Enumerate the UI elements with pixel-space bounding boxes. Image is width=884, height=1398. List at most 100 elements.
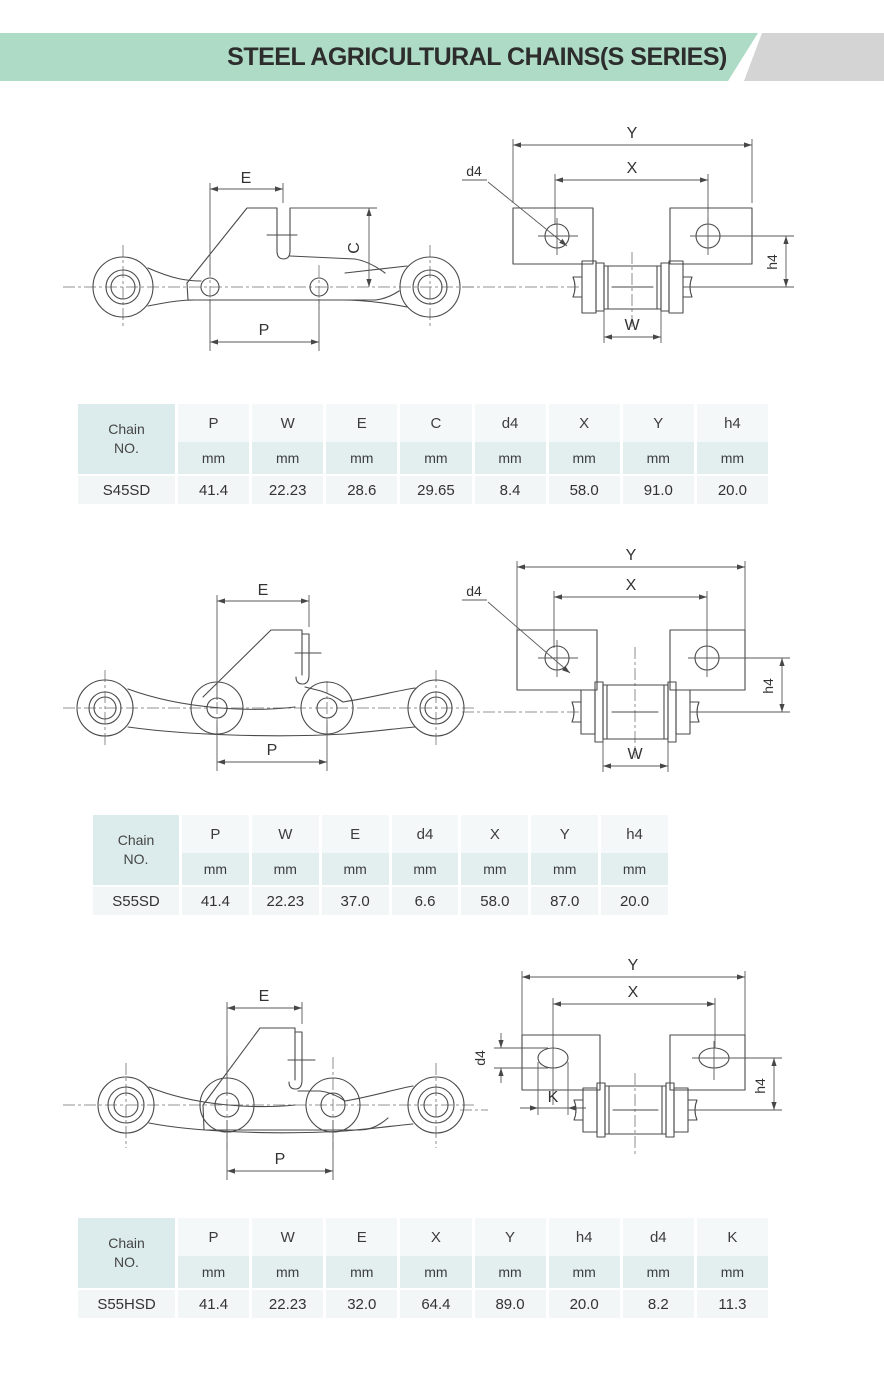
unit-cell: mm: [696, 1256, 768, 1288]
value-cell: 37.0: [321, 887, 389, 915]
column-header-cell: P: [182, 815, 249, 853]
dim-label-k: K: [548, 1089, 559, 1106]
dim-label-x: X: [626, 577, 637, 594]
dim-label-e: E: [259, 988, 270, 1005]
chain-no-cell: S55SD: [93, 887, 179, 915]
column-header-cell: X: [461, 815, 529, 853]
unit-cell: mm: [548, 442, 620, 474]
dim-label-w: W: [624, 317, 640, 334]
value-cell: 20.0: [696, 476, 768, 504]
unit-cell: mm: [601, 853, 668, 885]
value-cell: 58.0: [548, 476, 620, 504]
column-header-cell: d4: [622, 1218, 694, 1256]
unit-cell: mm: [391, 853, 459, 885]
column-header-cell: X: [548, 404, 620, 442]
column-header-cell: E: [326, 1218, 398, 1256]
unit-cell: mm: [474, 442, 546, 474]
page-title: STEEL AGRICULTURAL CHAINS(S SERIES): [227, 43, 727, 71]
unit-cell: mm: [321, 853, 389, 885]
dim-label-h4: h4: [764, 254, 780, 270]
banner-green-shape: [0, 33, 758, 81]
value-cell: 32.0: [326, 1290, 398, 1318]
unit-cell: mm: [326, 442, 398, 474]
dim-label-e: E: [258, 582, 269, 599]
value-cell: 41.4: [178, 476, 250, 504]
column-header-cell: P: [178, 404, 250, 442]
dim-label-y: Y: [628, 957, 639, 974]
unit-cell: mm: [182, 853, 249, 885]
value-cell: 58.0: [461, 887, 529, 915]
value-cell: 20.0: [548, 1290, 620, 1318]
front-view-drawing-s55sd: Y X d4: [462, 547, 790, 772]
value-cell: 87.0: [531, 887, 599, 915]
column-header-cell: E: [326, 404, 398, 442]
column-header-cell: E: [321, 815, 389, 853]
unit-cell: mm: [178, 1256, 250, 1288]
value-cell: 91.0: [622, 476, 694, 504]
dim-label-d4: d4: [466, 583, 482, 599]
dim-label-w: W: [627, 746, 643, 763]
value-cell: 41.4: [178, 1290, 250, 1318]
dim-label-y: Y: [627, 125, 638, 142]
dim-label-d4: d4: [466, 163, 482, 179]
column-header-cell: h4: [601, 815, 668, 853]
front-view-drawing-s55hsd: Y X d4 K: [460, 957, 782, 1157]
value-cell: 20.0: [601, 887, 668, 915]
dim-label-h4: h4: [752, 1078, 768, 1094]
column-header-cell: Y: [474, 1218, 546, 1256]
column-header-cell: W: [252, 404, 324, 442]
dim-label-p: P: [259, 322, 270, 339]
column-header-cell: Y: [531, 815, 599, 853]
unit-cell: mm: [326, 1256, 398, 1288]
dim-label-p: P: [267, 742, 278, 759]
value-cell: 28.6: [326, 476, 398, 504]
dim-label-e: E: [241, 170, 252, 187]
column-header-cell: h4: [548, 1218, 620, 1256]
unit-cell: mm: [622, 1256, 694, 1288]
side-view-drawing-s55hsd: E P: [63, 988, 477, 1180]
chain-no-cell: S45SD: [78, 476, 175, 504]
column-header-cell: h4: [696, 404, 768, 442]
column-header-cell: W: [251, 815, 319, 853]
chain-header-cell: Chain NO.: [93, 815, 179, 885]
dim-label-h4: h4: [760, 678, 776, 694]
banner-gray-shape: [744, 33, 884, 81]
value-cell: 41.4: [182, 887, 249, 915]
value-cell: 8.2: [622, 1290, 694, 1318]
column-header-cell: K: [696, 1218, 768, 1256]
unit-cell: mm: [622, 442, 694, 474]
column-header-cell: d4: [391, 815, 459, 853]
unit-cell: mm: [252, 1256, 324, 1288]
unit-cell: mm: [178, 442, 250, 474]
side-view-drawing-s45sd: E P C: [63, 170, 477, 351]
column-header-cell: C: [400, 404, 472, 442]
unit-cell: mm: [252, 442, 324, 474]
side-view-drawing-s55sd: E P: [63, 582, 477, 771]
dim-label-y: Y: [626, 547, 637, 564]
unit-cell: mm: [531, 853, 599, 885]
column-header-cell: d4: [474, 404, 546, 442]
value-cell: 8.4: [474, 476, 546, 504]
column-header-cell: P: [178, 1218, 250, 1256]
value-cell: 22.23: [252, 476, 324, 504]
unit-cell: mm: [461, 853, 529, 885]
chain-header-cell: Chain NO.: [78, 1218, 175, 1288]
dim-label-c: C: [346, 242, 363, 254]
column-header-cell: W: [252, 1218, 324, 1256]
